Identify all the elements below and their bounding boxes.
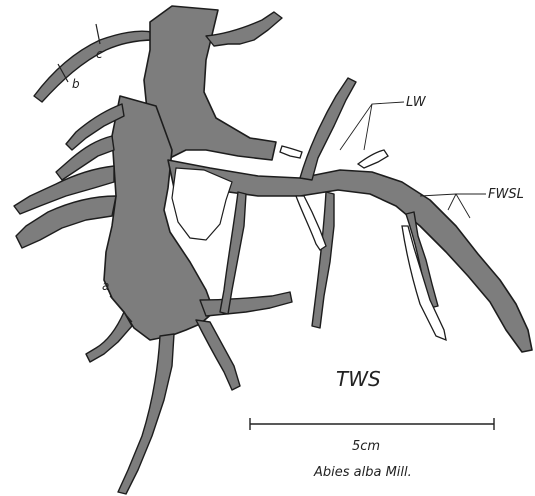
lw-strip-1 xyxy=(296,196,326,250)
label-b: b xyxy=(72,77,80,91)
root-lower-right xyxy=(196,320,240,390)
root-system xyxy=(14,6,532,494)
root-top-right xyxy=(206,12,282,46)
lw-strip-3 xyxy=(358,150,388,168)
lw-strip-4 xyxy=(280,146,302,158)
label-tws: TWS xyxy=(336,367,381,391)
leader-lw xyxy=(340,102,404,150)
label-lw: LW xyxy=(406,95,427,110)
root-top-left xyxy=(34,31,154,102)
species-caption: Abies alba Mill. xyxy=(313,465,412,480)
root-lower-left xyxy=(86,312,132,362)
label-c: c xyxy=(96,47,103,61)
scale-bar: 5cm xyxy=(250,418,494,454)
label-fwsl: FWSL xyxy=(488,187,524,202)
root-lw-twig xyxy=(300,78,356,180)
scale-bar-label: 5cm xyxy=(352,439,380,454)
root-mid-right xyxy=(200,292,292,316)
root-taproot xyxy=(118,334,174,494)
gap-window xyxy=(172,168,232,240)
root-descender-2 xyxy=(312,192,334,328)
label-a: a xyxy=(102,279,109,293)
